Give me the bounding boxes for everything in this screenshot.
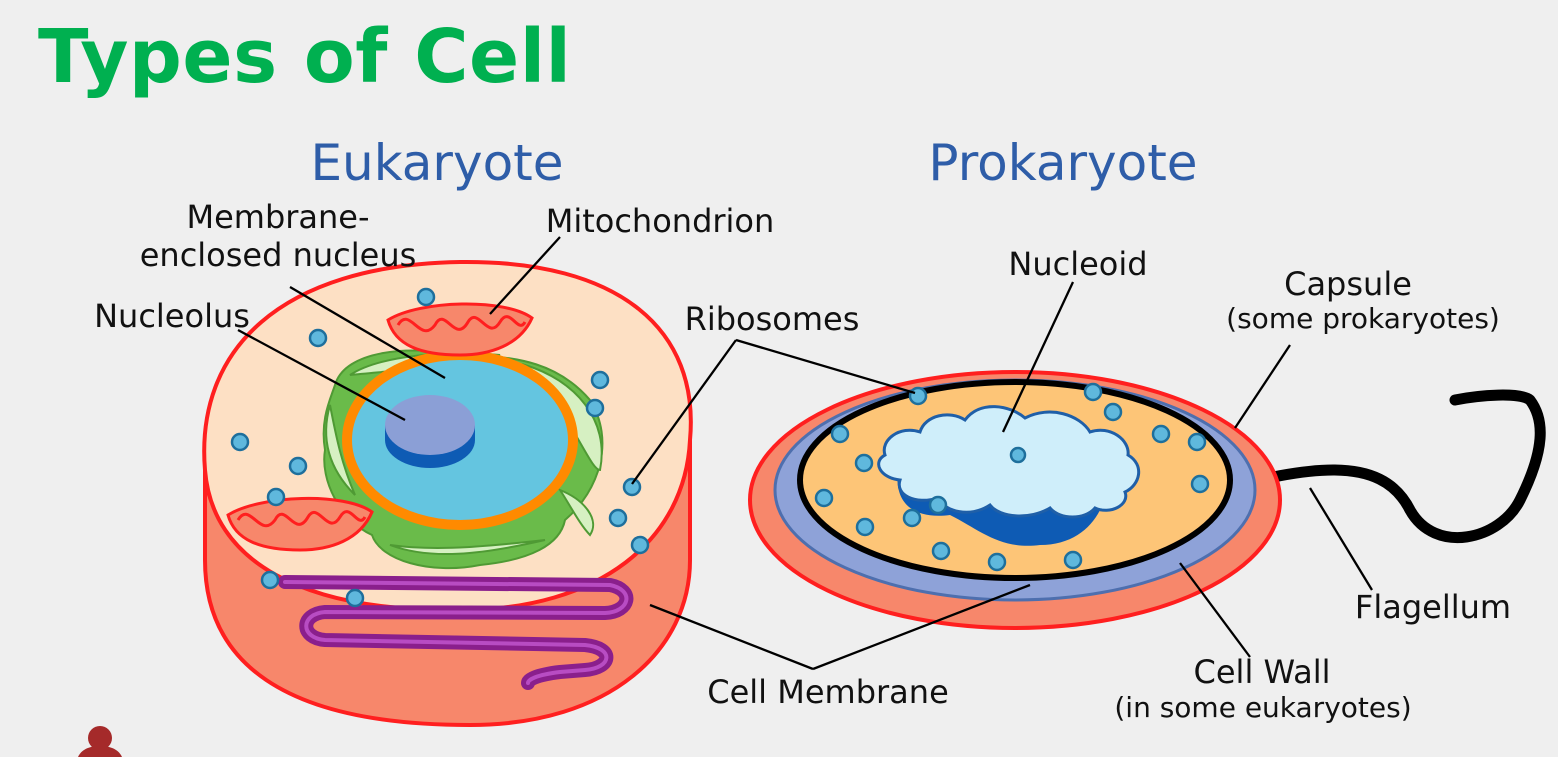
- label-membrane-nucleus-line1: Membrane-: [186, 198, 369, 236]
- label-flagellum: Flagellum: [1355, 588, 1511, 626]
- golgi-apparatus-inner: [283, 580, 629, 685]
- er-fold-3: [325, 404, 356, 496]
- prokaryote-heading: Prokaryote: [928, 134, 1197, 192]
- er-fold-4: [389, 539, 546, 556]
- eukaryote-heading: Eukaryote: [310, 134, 563, 192]
- label-mitochondrion: Mitochondrion: [546, 202, 775, 240]
- nucleolus: [385, 395, 475, 455]
- label-capsule: Capsule: [1284, 265, 1412, 303]
- label-cell-membrane: Cell Membrane: [707, 673, 949, 711]
- person-silhouette-icon: [78, 726, 122, 757]
- label-capsule-note: (some prokaryotes): [1226, 302, 1500, 335]
- label-cell-wall: Cell Wall: [1194, 653, 1331, 691]
- label-ribosomes: Ribosomes: [685, 300, 860, 338]
- label-membrane-nucleus-line2: enclosed nucleus: [140, 236, 417, 274]
- leader-lines: [237, 236, 1373, 671]
- mitochondrion-left: [226, 496, 374, 552]
- prokaryote-cell: [748, 370, 1546, 630]
- flagellum: [1209, 389, 1546, 543]
- prokaryote-ribosomes: [814, 382, 1210, 572]
- label-nucleoid: Nucleoid: [1008, 245, 1147, 283]
- er-fold-5: [557, 487, 595, 537]
- eukaryote-ribosomes: [230, 287, 650, 608]
- mitochondrion-top: [386, 302, 534, 357]
- label-nucleolus: Nucleolus: [94, 297, 250, 335]
- label-cell-wall-note: (in some eukaryotes): [1114, 691, 1411, 724]
- page-title: Types of Cell: [38, 14, 572, 100]
- eukaryote-cell: [202, 259, 693, 728]
